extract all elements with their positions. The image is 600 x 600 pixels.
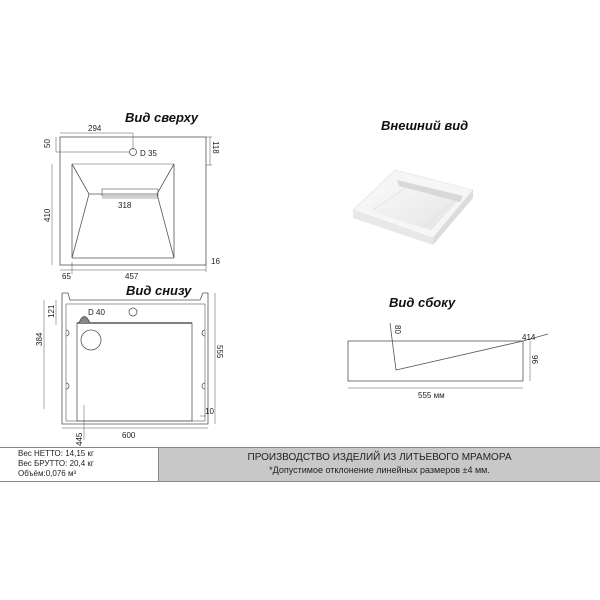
dim-16: 16 — [211, 257, 220, 266]
net-weight: Вес НЕТТО: 14,15 кг — [18, 449, 94, 458]
specs-block: Вес НЕТТО: 14,15 кг Вес БРУТТО: 20,4 кг … — [18, 449, 154, 479]
manufacturer-banner: ПРОИЗВОДСТВО ИЗДЕЛИЙ ИЗ ЛИТЬЕВОГО МРАМОР… — [158, 448, 600, 481]
dim-65: 65 — [62, 272, 71, 281]
angle-80: 80 — [393, 325, 402, 334]
dim-600: 600 — [122, 431, 136, 440]
dim-50: 50 — [43, 139, 52, 148]
banner-line1: ПРОИЗВОДСТВО ИЗДЕЛИЙ ИЗ ЛИТЬЕВОГО МРАМОР… — [247, 452, 512, 463]
info-bar: Вес НЕТТО: 14,15 кг Вес БРУТТО: 20,4 кг … — [0, 447, 600, 482]
dim-555-mm: 555 мм — [418, 391, 445, 400]
side-view-title: Вид сбоку — [389, 295, 456, 310]
angle-414: 414 — [522, 333, 536, 342]
dim-410: 410 — [43, 208, 52, 222]
bottom-view-title: Вид снизу — [126, 283, 192, 298]
dim-118: 118 — [211, 141, 220, 154]
dim-457: 457 — [125, 272, 139, 281]
dim-10: 10 — [205, 407, 214, 416]
bottom-view-drawing — [43, 292, 216, 440]
dim-121: 121 — [47, 304, 56, 318]
side-view-drawing — [347, 322, 549, 389]
dim-384: 384 — [35, 332, 44, 346]
dim-294: 294 — [88, 124, 102, 133]
banner-line2: *Допустимое отклонение линейных размеров… — [269, 465, 490, 475]
volume: Объём:0,076 м³ — [18, 469, 77, 478]
gross-weight: Вес БРУТТО: 20,4 кг — [18, 459, 94, 468]
top-view-drawing — [51, 132, 212, 274]
dim-318: 318 — [118, 201, 132, 210]
dim-555: 555 — [215, 345, 224, 359]
top-view-title: Вид сверху — [125, 110, 199, 125]
exterior-view-title: Внешний вид — [381, 118, 469, 133]
overflow-diameter-label: D 40 — [88, 308, 105, 317]
drain-diameter-label: D 35 — [140, 149, 157, 158]
sink-exterior-render — [352, 169, 474, 245]
dim-96: 96 — [530, 355, 539, 364]
dim-445: 445 — [75, 432, 84, 446]
